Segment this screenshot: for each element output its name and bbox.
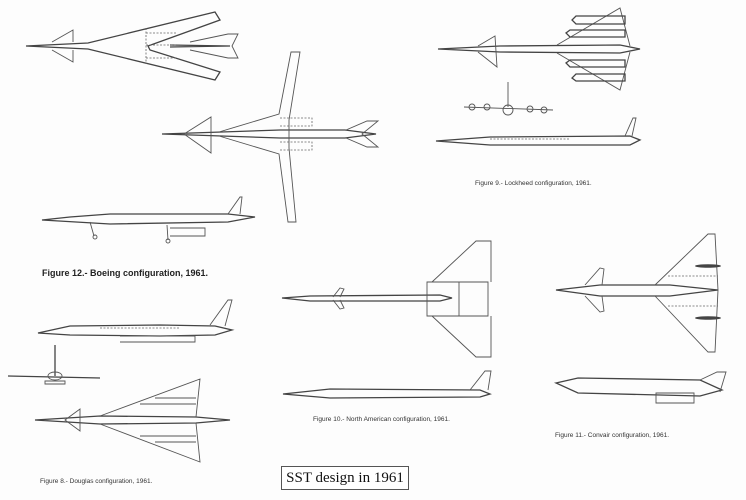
figure-caption-douglas: Figure 8.- Douglas configuration, 1961. (40, 478, 153, 485)
figure-caption-lockheed: Figure 9.- Lockheed configuration, 1961. (475, 180, 592, 187)
diagram-title: SST design in 1961 (281, 466, 409, 490)
lockheed-side-view (435, 117, 642, 146)
north-american-top-view (281, 240, 492, 358)
convair-side-view (553, 371, 727, 404)
boeing-side-view (41, 196, 256, 244)
douglas-top-view (34, 378, 231, 463)
north-american-side-view (282, 370, 492, 399)
figure-caption-north-american: Figure 10.- North American configuration… (313, 416, 450, 423)
lockheed-front-view (463, 82, 554, 116)
douglas-front-view (7, 345, 101, 385)
figure-caption-convair: Figure 11.- Convair configuration, 1961. (555, 432, 670, 439)
figure-caption-boeing: Figure 12.- Boeing configuration, 1961. (42, 268, 209, 278)
lockheed-top-view (437, 7, 641, 91)
boeing-top-view-swept (25, 11, 239, 81)
boeing-top-view-spread (161, 51, 380, 223)
douglas-side-view (37, 299, 235, 343)
convair-top-view (555, 233, 721, 353)
